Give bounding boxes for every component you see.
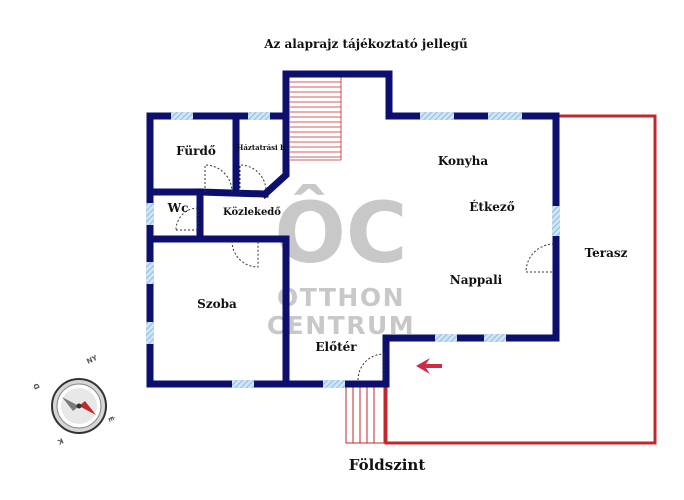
windows	[146, 112, 560, 388]
compass-letter-south: D	[32, 382, 42, 391]
window	[248, 112, 270, 120]
room-label-etkezo: Étkező	[469, 199, 514, 214]
door-bathroom	[204, 164, 233, 193]
window	[420, 112, 454, 120]
room-label-kozlekedo: Közlekedő	[223, 207, 281, 218]
compass-letter-west: NY	[85, 354, 99, 366]
terrace-outline	[384, 114, 657, 445]
window	[323, 380, 345, 388]
window	[232, 380, 254, 388]
compass-letter-north: É	[106, 415, 116, 423]
room-label-eloter: Előtér	[315, 340, 357, 354]
door-utility	[239, 164, 267, 192]
watermark-monogram: ÔC	[274, 184, 407, 282]
room-label-konyha: Konyha	[438, 154, 489, 168]
window	[435, 334, 457, 342]
compass-icon: É K D NY	[32, 354, 116, 446]
window	[171, 112, 193, 120]
entrance-steps	[345, 385, 385, 444]
watermark-line-1: OTTHON	[277, 283, 405, 312]
plan-title: Az alaprajz tájékoztató jellegű	[263, 37, 468, 51]
window	[484, 334, 506, 342]
doors	[175, 164, 555, 381]
window	[552, 206, 560, 236]
room-label-nappali: Nappali	[450, 273, 503, 287]
window	[146, 262, 154, 284]
floor-name: Földszint	[349, 456, 426, 474]
room-label-wc: Wc	[167, 201, 189, 215]
window	[146, 203, 154, 225]
window	[488, 112, 522, 120]
otthon-centrum-watermark: ÔC OTTHON CENTRUM	[267, 184, 414, 340]
door-wc	[175, 207, 199, 231]
door-room	[231, 240, 259, 268]
staircase-top	[290, 77, 342, 161]
walls	[146, 70, 560, 388]
door-entrance	[357, 353, 385, 381]
room-label-terasz: Terasz	[585, 246, 628, 260]
window	[146, 322, 154, 344]
room-label-haztartasi: Háztatrási h	[237, 143, 285, 152]
compass-letter-east: K	[56, 436, 65, 446]
room-label-furdo: Fürdő	[176, 144, 216, 158]
entrance-arrow-icon	[416, 358, 442, 374]
door-living-terrace	[525, 243, 555, 273]
room-label-szoba: Szoba	[197, 297, 237, 311]
